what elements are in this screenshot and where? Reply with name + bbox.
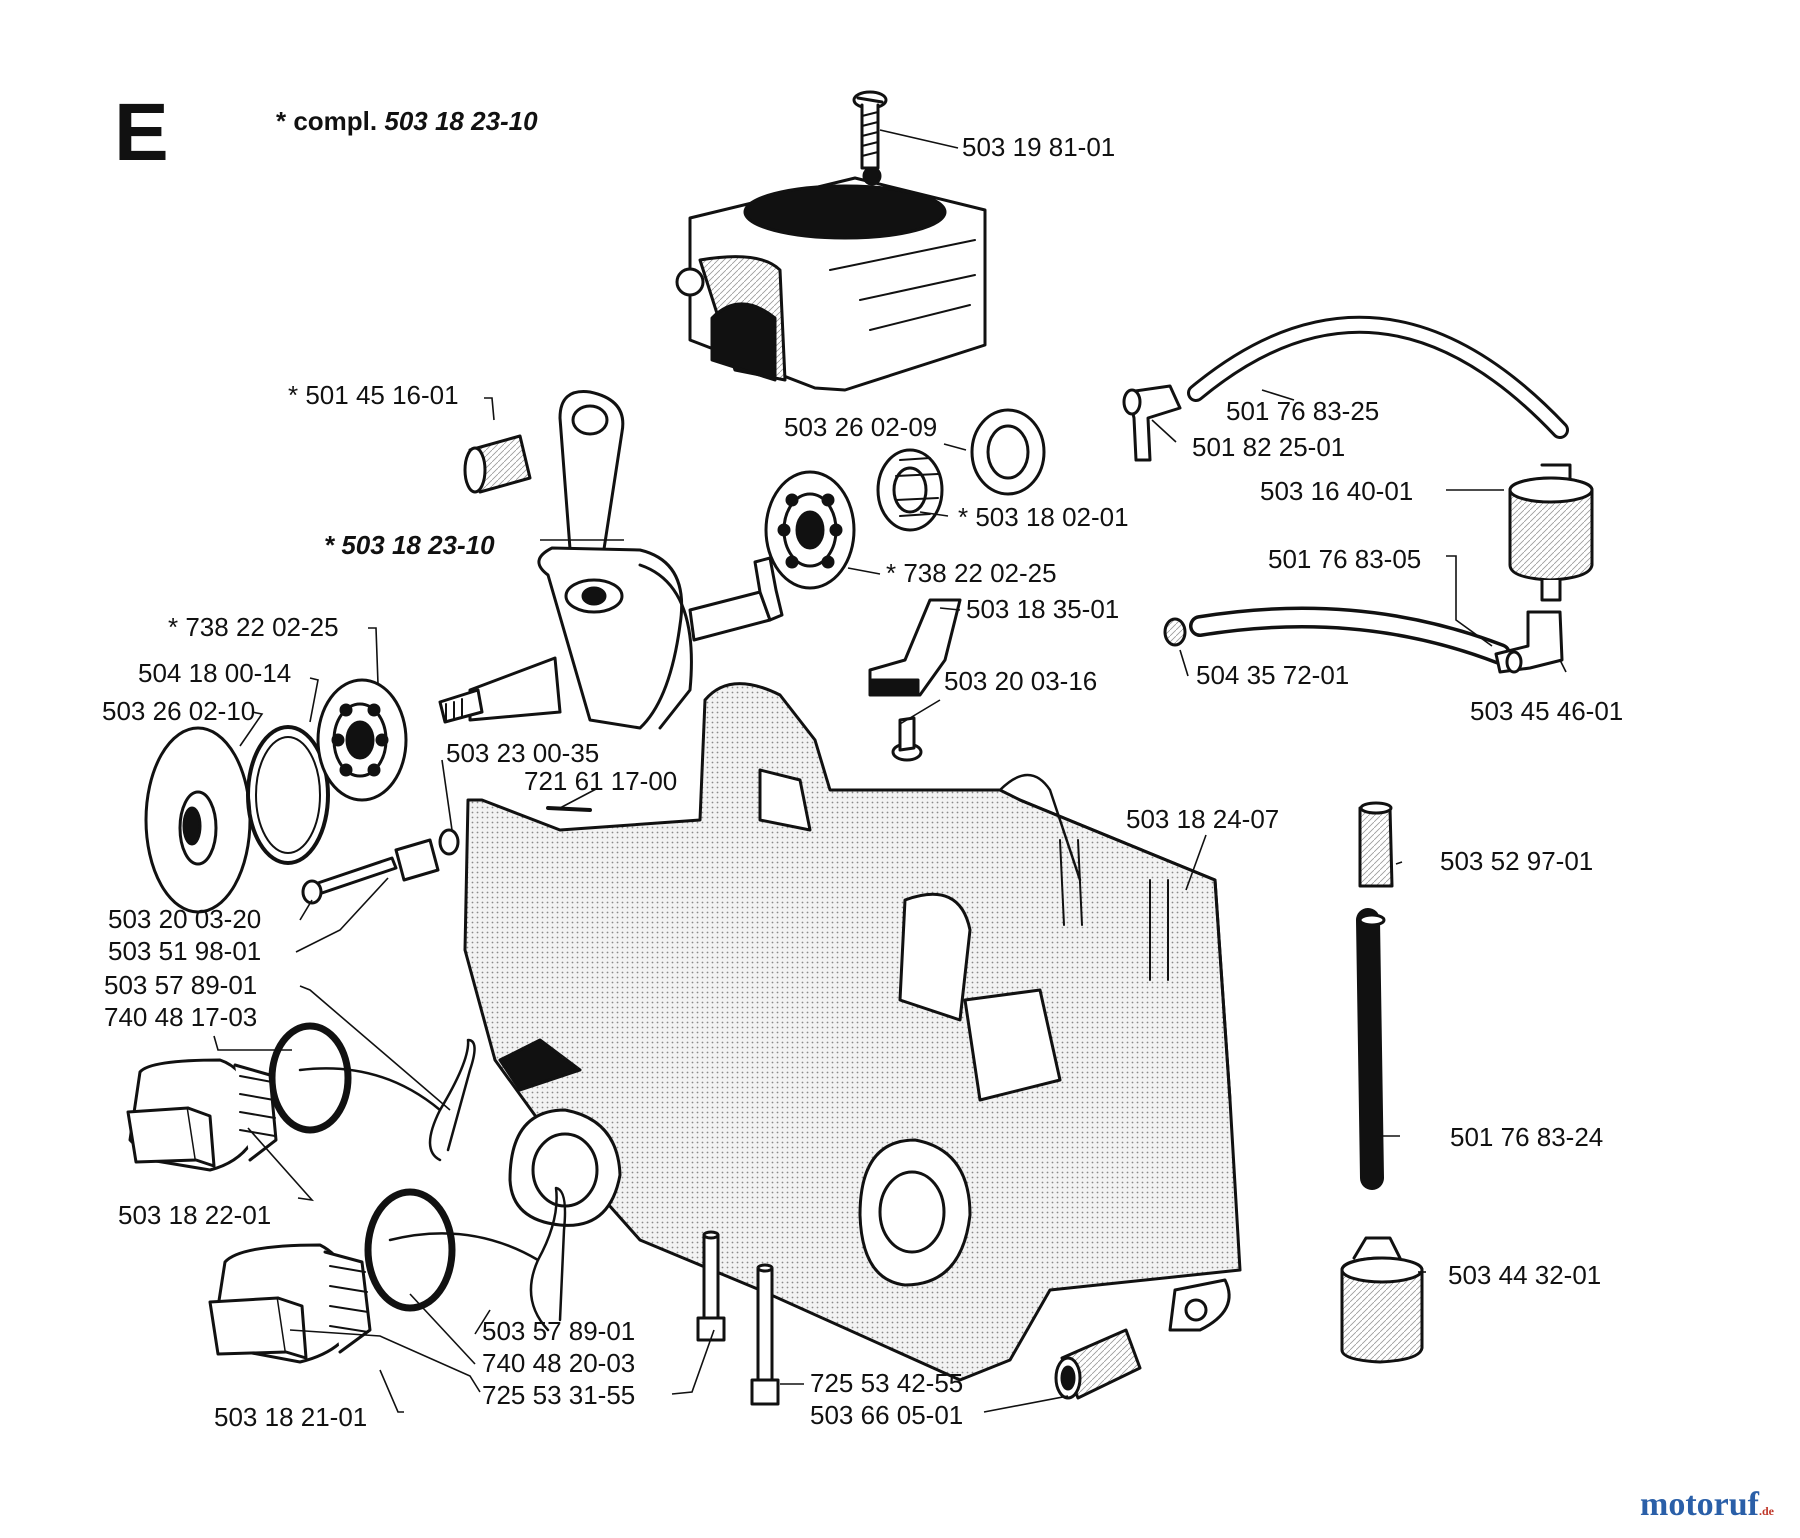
label-cap-strap-1: 503 57 89-01 [104,970,258,1000]
seal-left-part [144,726,252,914]
label-screw-bracket: 503 20 03-16 [944,666,1098,696]
label-bushing-right: * 503 18 02-01 [958,502,1129,532]
bearing-right-part [764,470,856,590]
label-cylinder-screw: 503 19 81-01 [962,132,1116,162]
label-cap-1: 503 18 22-01 [118,1200,272,1230]
bearing-left-part [316,678,408,802]
label-seal-top: 503 26 02-09 [784,412,938,442]
fuel-hose-top-part [1187,315,1569,439]
sleeve-bottom-part [1054,1328,1142,1400]
bolt-left-part [301,838,440,905]
oring-1-part [268,1022,352,1134]
label-oring-2: 740 48 20-03 [482,1348,636,1378]
label-bearing-right: * 738 22 02-25 [886,558,1057,588]
label-elbow-bottom: 503 45 46-01 [1470,696,1624,726]
label-bolt-a: 725 53 31-55 [482,1380,636,1410]
label-needle-bearing: * 501 45 16-01 [288,380,459,410]
watermark-tld: .de [1758,1504,1774,1518]
compl-number: 503 18 23-10 [384,106,538,136]
label-sleeve-bottom: 503 66 05-01 [810,1400,964,1430]
cylinder-screw-part [852,90,888,170]
label-cap-strap-2: 503 57 89-01 [482,1316,636,1346]
plug-part [1163,617,1187,647]
fuel-filter-part [1508,463,1594,602]
watermark-name: motoruf [1640,1486,1759,1523]
label-sleeve-left: 503 51 98-01 [108,936,262,966]
label-oring-1: 740 48 17-03 [104,1002,258,1032]
label-fuel-hose-top: 501 76 83-25 [1226,396,1380,426]
bolt-a-part [696,1230,726,1342]
label-fuel-hose-mid: 501 76 83-05 [1268,544,1422,574]
filter-bottom-part [1340,1236,1424,1364]
label-spring: 503 52 97-01 [1440,846,1594,876]
compl-prefix: * compl. [276,106,385,136]
label-crankshaft: * 503 18 23-10 [324,530,495,560]
cap-strap-1-part [298,1038,476,1162]
label-crankcase: 503 18 24-07 [1126,804,1280,834]
bolt-b-part [750,1263,780,1406]
washer-part [438,828,460,856]
elbow-bottom-part [1494,610,1564,674]
label-fuel-filter: 503 16 40-01 [1260,476,1414,506]
label-plug: 504 35 72-01 [1196,660,1350,690]
pin-part [546,806,592,812]
section-letter: E [114,87,169,178]
cylinder [675,166,987,392]
label-bracket: 503 18 35-01 [966,594,1120,624]
label-seal-left: 503 26 02-10 [102,696,256,726]
fuel-hose-mid-part [1189,606,1511,665]
label-washer: 503 23 00-35 [446,738,600,768]
label-bearing-left: * 738 22 02-25 [168,612,339,642]
ring-part [246,725,330,865]
elbow-top-part [1122,384,1182,462]
complete-assembly-note: * compl. 503 18 23-10 [276,106,538,137]
oring-2-part [364,1188,456,1312]
label-elbow-top: 501 82 25-01 [1192,432,1346,462]
crankshaft-part [438,390,784,730]
spring-part [1358,801,1394,888]
label-bolt-left: 503 20 03-20 [108,904,262,934]
label-ring: 504 18 00-14 [138,658,292,688]
cap-1-part [126,1058,278,1172]
seal-top-part [970,408,1046,496]
label-hose-vertical: 501 76 83-24 [1450,1122,1604,1152]
needle-bearing-part [463,434,532,494]
label-pin: 721 61 17-00 [524,766,678,796]
bushing-right-part [876,448,944,532]
screw-bracket-part [891,716,923,762]
label-filter-bottom: 503 44 32-01 [1448,1260,1602,1290]
cap-2-part [208,1243,372,1364]
label-bolt-b: 725 53 42-55 [810,1368,964,1398]
crankcase-part [463,682,1242,1382]
leader-lines [213,129,1567,1413]
hose-vertical-part [1356,908,1386,1190]
cap-strap-2-part [388,1186,567,1332]
label-cap-2: 503 18 21-01 [214,1402,368,1432]
watermark-logo: motoruf.de [1640,1486,1774,1524]
